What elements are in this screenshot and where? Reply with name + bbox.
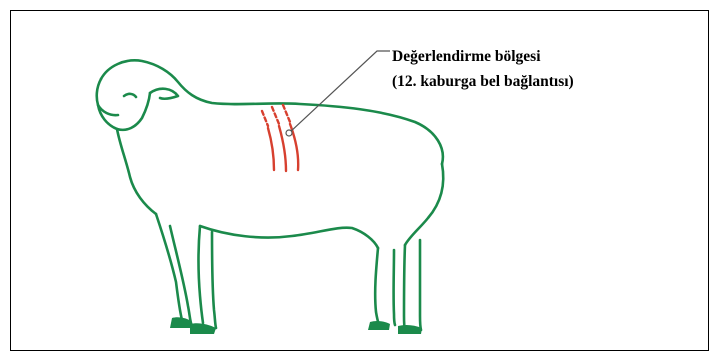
sheep-hind-leg-2	[404, 245, 405, 330]
dashed-mark-3	[283, 105, 290, 122]
sheep-front-leg-1b	[199, 226, 204, 323]
sheep-hind-leg-1b	[394, 250, 395, 325]
sheep-front-leg-2b	[212, 232, 216, 328]
hoof-4	[398, 325, 422, 334]
callout-label: Değerlendirme bölgesi (12. kaburga bel b…	[392, 44, 574, 94]
callout-line-2: (12. kaburga bel bağlantısı)	[392, 69, 574, 94]
sheep-eye	[124, 94, 136, 97]
sheep-belly	[200, 226, 378, 248]
solid-mark-2	[279, 126, 286, 171]
callout-line-1: Değerlendirme bölgesi	[392, 44, 574, 69]
sheep-front-leg-1	[156, 214, 182, 320]
hoof-1	[170, 317, 192, 328]
hooves	[170, 317, 422, 334]
solid-mark-1	[268, 128, 274, 170]
sheep-chest	[117, 129, 156, 214]
leader-path	[289, 51, 390, 133]
leader-line	[286, 51, 390, 136]
leader-dot	[286, 130, 292, 136]
sheep-hind-leg-1	[375, 248, 379, 325]
hoof-3	[368, 321, 390, 330]
sheep-face	[97, 79, 150, 130]
dashed-mark-1	[262, 111, 268, 126]
dashed-mark-2	[272, 107, 279, 124]
region-marks	[262, 105, 298, 171]
hoof-2	[190, 323, 216, 334]
sheep-ear	[150, 89, 178, 99]
sheep-rump	[405, 164, 443, 245]
sheep-hind-leg-2b	[420, 240, 421, 330]
sheep-outline-icon	[97, 60, 443, 330]
